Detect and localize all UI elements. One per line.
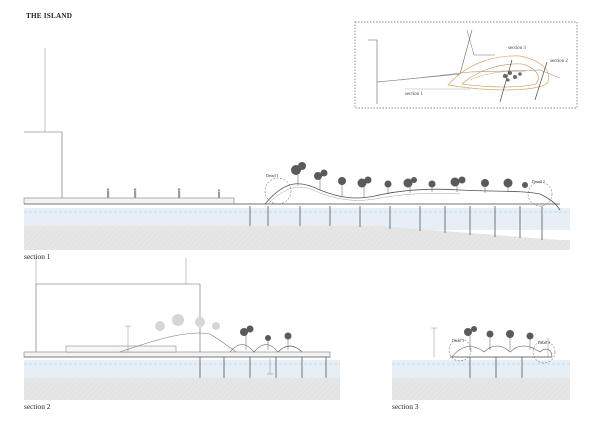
section-3-detail-marker-right (532, 340, 556, 364)
section-1-canopy-roof (264, 183, 561, 211)
section-1-detail-1-marker (264, 177, 292, 205)
key-plan-building-edge (368, 39, 378, 104)
key-plan-label-1: section 1 (405, 92, 423, 97)
key-plan-label-3: section 3 (508, 46, 526, 51)
section-1-caption: section 1 (24, 252, 51, 261)
section-2-water (24, 360, 340, 378)
section-2-drawing (23, 258, 340, 400)
section-3-caption: section 3 (392, 402, 419, 411)
section-3-detail-1-label: Detail 1 (452, 339, 464, 343)
section-1-water (24, 208, 570, 230)
key-plan-section-cut-2 (534, 61, 548, 101)
section-3-canopy (451, 345, 553, 358)
section-3-drawing: Detail 1 Detail 3 (392, 326, 570, 400)
key-plan-section-cut-1 (499, 59, 513, 103)
section-3-dimensions (431, 327, 549, 357)
key-plan-frame (354, 21, 578, 109)
sheet-title: THE ISLAND (26, 12, 73, 20)
section-3-piles (469, 357, 523, 378)
key-plan-label-2: section 2 (550, 59, 568, 64)
section-1-quay-deck (23, 197, 235, 205)
section-2-trees (240, 325, 292, 350)
section-1-figures (106, 188, 221, 198)
section-1-detail-2-marker (527, 181, 553, 207)
section-2-dimensions (125, 325, 273, 375)
section-1-trees (291, 162, 528, 198)
section-3-detail-3-label: Detail 3 (538, 341, 550, 345)
section-2-deck (23, 351, 331, 358)
section-2-piles (199, 357, 327, 378)
section-3-detail-marker-left (448, 338, 472, 362)
section-1-detail-1-label: Detail 1 (266, 173, 279, 178)
section-2-caption: section 2 (24, 402, 51, 411)
key-plan-trees (502, 71, 522, 82)
section-3-trees (464, 326, 534, 350)
section-1-piles (249, 206, 543, 240)
section-1-drawing: Detail 1 Detail 2 (23, 48, 570, 250)
section-2-background-trees (155, 314, 220, 331)
section-1-detail-2-label: Detail 2 (532, 179, 545, 184)
section-1-tower (24, 131, 63, 198)
key-plan: section 3 section 2 section 1 (354, 21, 578, 109)
section-2-canopy (229, 344, 303, 353)
section-3-water (392, 360, 570, 378)
section-2-mound (119, 332, 237, 353)
